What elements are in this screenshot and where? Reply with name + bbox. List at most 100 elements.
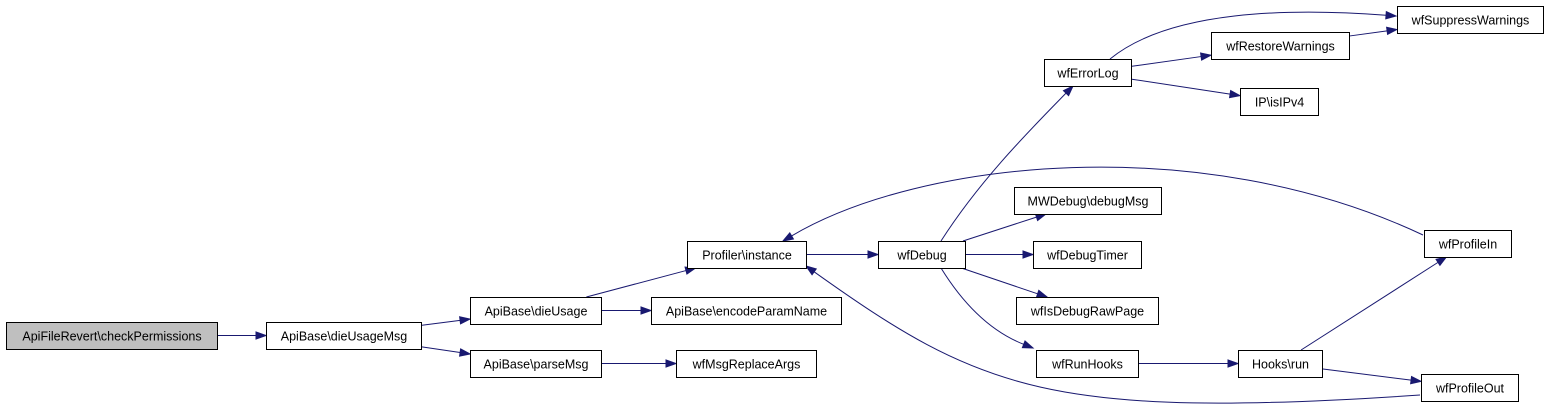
- node-label: Profiler\instance: [702, 249, 792, 263]
- node-parseMsg[interactable]: ApiBase\parseMsg: [470, 350, 602, 378]
- node-wfRunHooks[interactable]: wfRunHooks: [1036, 350, 1139, 378]
- node-box: [1397, 6, 1544, 34]
- node-wfDebugTimer[interactable]: wfDebugTimer: [1033, 241, 1142, 269]
- arrowhead: [867, 250, 880, 259]
- node-box: [1036, 350, 1139, 378]
- edge-line: [586, 270, 687, 298]
- edge-wfProfileOut-to-profilerInstance: [804, 265, 1421, 404]
- node-label: wfSuppressWarnings: [1411, 14, 1530, 28]
- arrowhead: [640, 306, 653, 315]
- node-dieUsage[interactable]: ApiBase\dieUsage: [470, 297, 602, 325]
- node-ipIsIPv4[interactable]: IP\isIPv4: [1240, 88, 1319, 116]
- node-wfIsDebugRawPage[interactable]: wfIsDebugRawPage: [1016, 297, 1159, 325]
- node-label: wfMsgReplaceArgs: [692, 358, 801, 372]
- node-label: ApiFileRevert\checkPermissions: [22, 330, 201, 344]
- edge-wfDebug-to-mwDebugMsg: [962, 213, 1048, 242]
- node-box: [1421, 374, 1519, 402]
- edge-line: [791, 166, 1424, 237]
- edge-hooksRun-to-wfProfileIn: [1300, 256, 1448, 351]
- arrowhead: [1021, 340, 1035, 349]
- edge-wfDebug-to-wfDebugTimer: [965, 250, 1035, 259]
- node-wfProfileIn[interactable]: wfProfileIn: [1424, 230, 1512, 258]
- arrowhead: [1200, 52, 1213, 61]
- node-box: [470, 297, 602, 325]
- edge-wfRunHooks-to-hooksRun: [1138, 359, 1240, 368]
- node-box: [1044, 59, 1132, 87]
- node-box: [470, 350, 602, 378]
- arrowhead: [1435, 256, 1448, 267]
- node-label: wfProfileOut: [1435, 382, 1505, 396]
- node-label: wfIsDebugRawPage: [1030, 305, 1144, 319]
- node-wfMsgReplaceArgs[interactable]: wfMsgReplaceArgs: [676, 350, 817, 378]
- node-box: [1211, 32, 1350, 60]
- node-label: wfProfileIn: [1438, 238, 1497, 252]
- node-profilerInstance[interactable]: Profiler\instance: [687, 241, 807, 269]
- node-label: IP\isIPv4: [1255, 96, 1304, 110]
- edge-line: [1109, 11, 1387, 60]
- node-box: [651, 297, 842, 325]
- arrowhead: [781, 231, 795, 242]
- edge-line: [940, 92, 1067, 242]
- node-label: MWDebug\debugMsg: [1028, 195, 1149, 209]
- node-label: ApiBase\dieUsageMsg: [281, 330, 408, 344]
- edge-line: [1300, 261, 1439, 351]
- edge-wfErrorLog-to-wfRestoreWarnings: [1130, 52, 1213, 67]
- node-wfProfileOut[interactable]: wfProfileOut: [1421, 374, 1519, 402]
- edge-line: [961, 267, 1038, 295]
- node-label: ApiBase\parseMsg: [484, 358, 589, 372]
- edge-dieUsageMsg-to-parseMsg: [420, 346, 472, 357]
- arrowhead: [1385, 10, 1398, 20]
- node-box: [687, 241, 807, 269]
- edge-line: [420, 319, 461, 326]
- edge-line: [1130, 56, 1202, 67]
- node-label: wfRestoreWarnings: [1225, 40, 1335, 54]
- edge-line: [962, 216, 1037, 242]
- edge-hooksRun-to-wfProfileOut: [1321, 368, 1423, 385]
- node-box: [1424, 230, 1512, 258]
- edge-wfDebug-to-wfIsDebugRawPage: [961, 267, 1049, 298]
- edge-line: [420, 346, 461, 353]
- arrowhead: [665, 359, 678, 368]
- arrowhead: [1228, 89, 1242, 99]
- arrowhead: [1386, 26, 1399, 36]
- node-box: [676, 350, 817, 378]
- arrowhead: [1062, 84, 1075, 97]
- arrowhead: [1022, 250, 1035, 259]
- edge-profilerInstance-to-wfDebug: [806, 250, 880, 259]
- arrowhead: [1035, 289, 1049, 298]
- edge-dieUsage-to-encodeParamName: [601, 306, 653, 315]
- edge-wfDebug-to-wfErrorLog: [940, 84, 1075, 242]
- node-dieUsageMsg[interactable]: ApiBase\dieUsageMsg: [266, 322, 422, 350]
- node-encodeParamName[interactable]: ApiBase\encodeParamName: [651, 297, 842, 325]
- node-box: [1014, 187, 1162, 215]
- node-mwDebugMsg[interactable]: MWDebug\debugMsg: [1014, 187, 1162, 215]
- node-box: [1240, 88, 1319, 116]
- arrowhead: [459, 316, 472, 325]
- node-box: [6, 322, 218, 350]
- node-label: wfRunHooks: [1051, 358, 1123, 372]
- call-graph-nodes: ApiFileRevert\checkPermissions ApiBase\di…: [6, 6, 1544, 402]
- node-label: ApiBase\dieUsage: [485, 305, 588, 319]
- arrowhead: [255, 331, 268, 340]
- node-wfErrorLog[interactable]: wfErrorLog: [1044, 59, 1132, 87]
- edge-dieUsage-to-profilerInstance: [586, 266, 698, 298]
- node-root[interactable]: ApiFileRevert\checkPermissions: [6, 322, 218, 350]
- edge-line: [1321, 368, 1412, 381]
- arrowhead: [804, 265, 818, 276]
- node-hooksRun[interactable]: Hooks\run: [1238, 350, 1323, 378]
- edge-line: [1130, 78, 1231, 95]
- arrowhead: [1227, 359, 1240, 368]
- node-wfRestoreWarnings[interactable]: wfRestoreWarnings: [1211, 32, 1350, 60]
- edge-wfProfileIn-to-profilerInstance: [781, 166, 1424, 242]
- edge-parseMsg-to-wfMsgReplaceArgs: [601, 359, 678, 368]
- edge-wfRestoreWarnings-to-wfSuppressWarnings: [1348, 26, 1399, 37]
- arrowhead: [1410, 375, 1423, 385]
- edge-line: [1348, 30, 1388, 37]
- node-label: wfDebug: [896, 249, 946, 263]
- edge-root-to-dieUsageMsg: [217, 331, 268, 340]
- edge-wfErrorLog-to-wfSuppressWarnings: [1109, 10, 1398, 60]
- node-box: [878, 241, 966, 269]
- node-wfSuppressWarnings[interactable]: wfSuppressWarnings: [1397, 6, 1544, 34]
- node-wfDebug[interactable]: wfDebug: [878, 241, 966, 269]
